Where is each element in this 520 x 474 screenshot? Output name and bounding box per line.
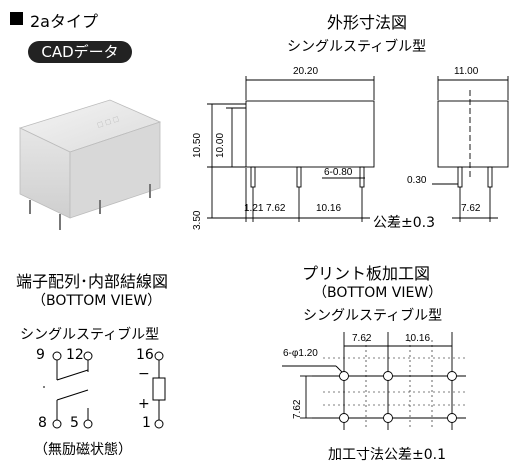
pin-label-12: 12 <box>66 347 84 363</box>
circuit-diagram <box>43 351 166 429</box>
polarity-plus: + <box>138 396 150 412</box>
pcb-dim-holes: 6-φ1.20 <box>283 348 318 359</box>
dim-height-outer: 10.50 <box>192 132 203 158</box>
pcb-bottom-view: （BOTTOM VIEW） <box>313 285 443 301</box>
pin-label-1: 1 <box>142 415 151 431</box>
dim-p2: 7.62 <box>266 203 286 214</box>
dim-p3: 10.16 <box>316 203 342 214</box>
dim-p1: 1.21 <box>244 203 264 214</box>
pin-label-16: 16 <box>136 347 154 363</box>
terminal-state: （無励磁状態） <box>34 442 132 458</box>
outline-side-view <box>432 76 509 222</box>
pcb-dim-d1: 7.62 <box>352 333 372 344</box>
dim-pin-note: 6-0.80 <box>324 167 353 178</box>
terminal-title: 端子配列･内部結線図 <box>16 272 169 291</box>
outline-front-view <box>207 76 375 222</box>
pin-label-8: 8 <box>38 415 47 431</box>
pcb-subtitle: シングルスティブル型 <box>303 308 443 324</box>
pcb-tolerance: 加工寸法公差±0.1 <box>328 447 446 463</box>
dim-height-inner: 10.00 <box>215 132 226 158</box>
dim-pin-length: 3.50 <box>192 210 203 230</box>
pin-label-5: 5 <box>70 415 79 431</box>
section-marker-square <box>10 12 23 25</box>
polarity-minus: − <box>138 366 150 382</box>
outline-subtitle: シングルスティブル型 <box>287 39 427 55</box>
terminal-bottom-view: （BOTTOM VIEW） <box>32 293 162 309</box>
dim-width: 11.00 <box>454 66 479 77</box>
pcb-dim-d2: 10.16 <box>405 333 431 344</box>
outline-tolerance: 公差±0.3 <box>373 215 435 231</box>
type-title: 2aタイプ <box>30 12 98 31</box>
outline-title: 外形寸法図 <box>327 13 408 32</box>
dim-length: 20.20 <box>293 66 319 77</box>
cad-data-badge[interactable]: CADデータ <box>28 41 132 63</box>
pcb-dim-vertical: 7.62 <box>292 399 303 419</box>
terminal-subtitle: シングルスティブル型 <box>20 327 160 343</box>
relay-product-image: ☐ ☐ ☐ <box>18 99 162 230</box>
dim-side-pitch: 7.62 <box>461 203 481 214</box>
dim-pin-offset: 0.30 <box>407 175 427 186</box>
pcb-title: プリント板加工図 <box>302 264 431 283</box>
pin-label-9: 9 <box>36 347 45 363</box>
pcb-pattern <box>282 332 466 430</box>
